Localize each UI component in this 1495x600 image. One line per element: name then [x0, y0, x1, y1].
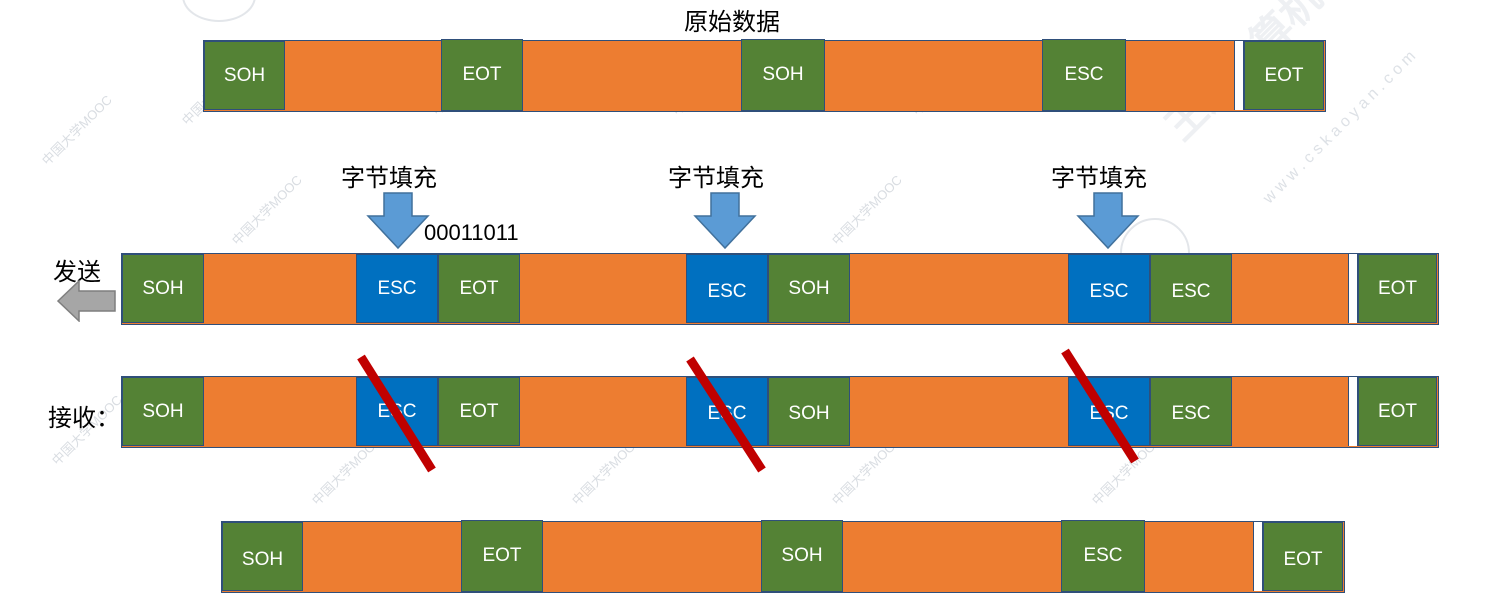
down-arrow-icon: [366, 192, 430, 250]
frame-gap: [1348, 377, 1358, 446]
control-char-esc: ESC: [1150, 254, 1232, 323]
escape-char-inserted: ESC: [1068, 254, 1150, 323]
control-char-eot: EOT: [438, 254, 520, 323]
byte-stuffing-label: 字节填充: [668, 164, 764, 192]
frame-gap: [1253, 522, 1263, 591]
control-char-soh: SOH: [741, 39, 825, 111]
control-char-eot: EOT: [1358, 254, 1437, 323]
result-frame: SOH EOT SOH ESC EOT: [221, 520, 1345, 593]
original-frame: SOH EOT SOH ESC EOT: [203, 39, 1326, 112]
control-char-soh: SOH: [222, 522, 303, 591]
control-char-esc: ESC: [1042, 39, 1126, 111]
frame-gap: [1234, 41, 1244, 110]
send-frame: SOH ESC EOT ESC SOH ESC ESC EOT: [121, 253, 1439, 325]
left-arrow-icon: [57, 280, 116, 322]
control-char-soh: SOH: [122, 377, 204, 446]
control-char-esc: ESC: [1150, 377, 1232, 446]
control-char-eot: EOT: [1358, 377, 1437, 446]
control-char-eot: EOT: [1263, 522, 1343, 591]
strike-line: [1061, 348, 1139, 464]
receive-label: 接收：: [48, 404, 120, 432]
strike-line: [686, 356, 766, 473]
escape-char-inserted: ESC: [686, 254, 768, 323]
byte-stuffing-label: 字节填充: [1051, 164, 1147, 192]
control-char-eot: EOT: [438, 377, 520, 446]
send-label: 发送: [53, 258, 101, 286]
receive-frame: SOH ESC EOT ESC SOH ESC ESC EOT: [121, 376, 1439, 448]
control-char-eot: EOT: [1244, 41, 1324, 110]
control-char-soh: SOH: [768, 254, 850, 323]
control-char-soh: SOH: [204, 41, 285, 110]
escape-char-removed: ESC: [1068, 377, 1150, 446]
control-char-soh: SOH: [768, 377, 850, 446]
down-arrow-icon: [693, 192, 757, 250]
control-char-soh: SOH: [761, 520, 843, 592]
escape-char-inserted: ESC: [356, 254, 438, 323]
diagram-title: 原始数据: [684, 8, 780, 36]
byte-stuffing-label: 字节填充: [341, 164, 437, 192]
control-char-eot: EOT: [441, 39, 523, 111]
strike-line: [357, 354, 436, 473]
down-arrow-icon: [1076, 192, 1140, 250]
esc-bit-pattern: 00011011: [424, 220, 519, 245]
frame-gap: [1348, 254, 1358, 323]
control-char-esc: ESC: [1061, 520, 1145, 592]
control-char-eot: EOT: [461, 520, 543, 592]
control-char-soh: SOH: [122, 254, 204, 323]
